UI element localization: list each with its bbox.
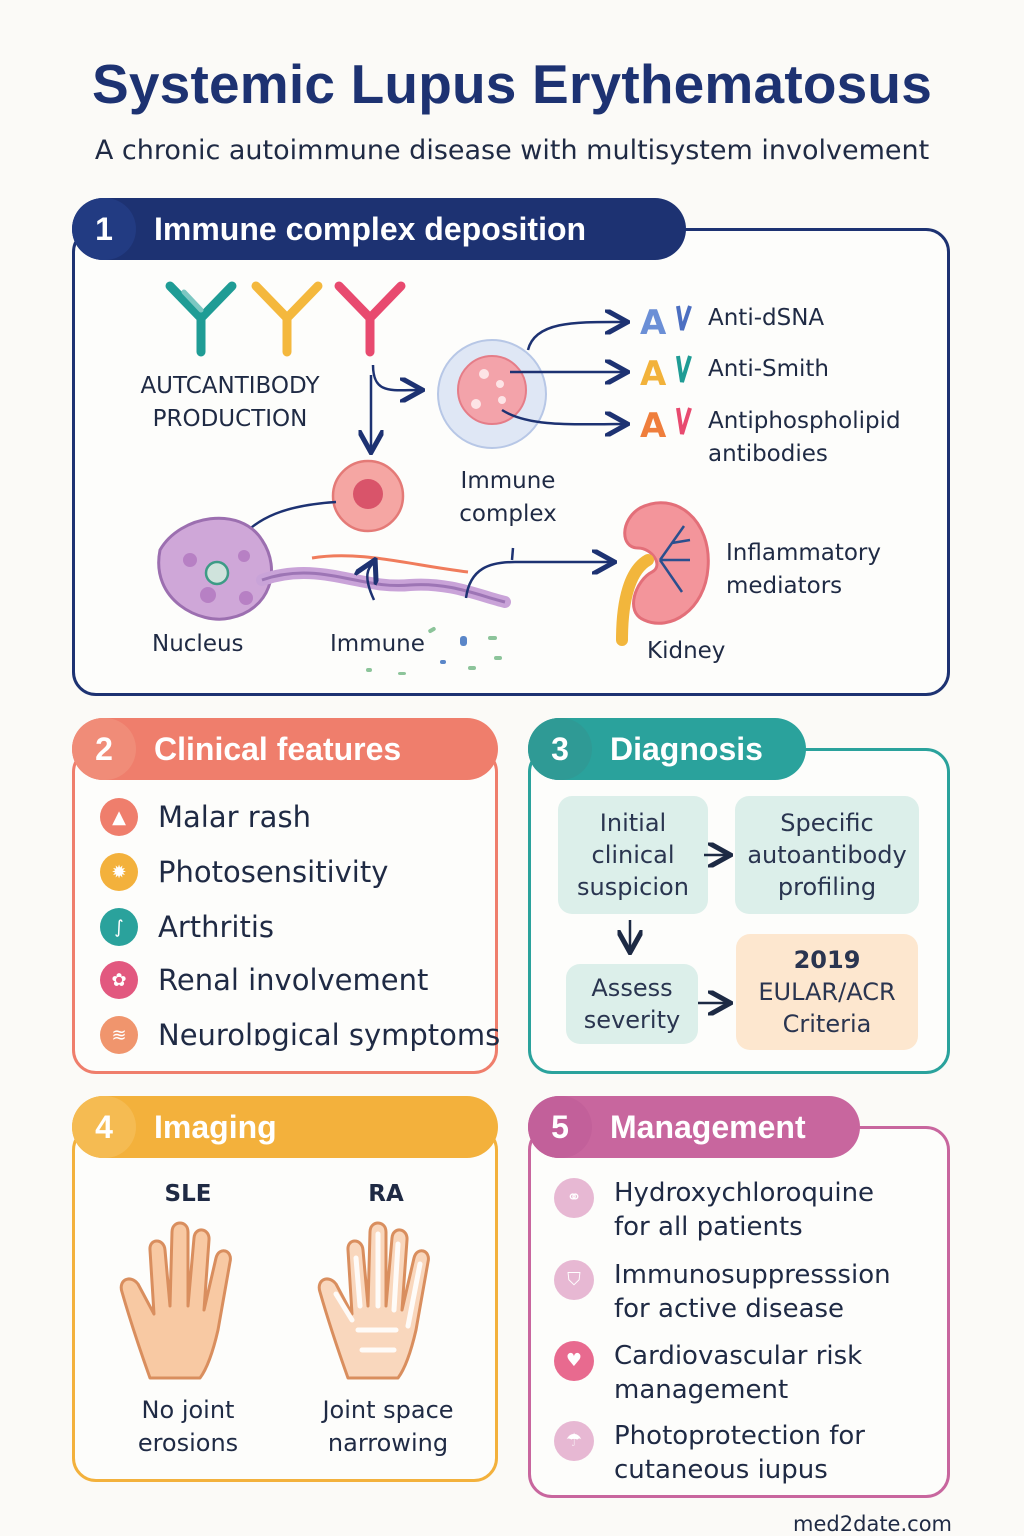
sunscreen-icon: ☂ xyxy=(554,1421,594,1461)
heart-icon: ♥ xyxy=(554,1341,594,1381)
tab-clinical-features: 2 Clinical features xyxy=(72,718,498,780)
diagnosis-step-suspicion: Initial clinical suspicion xyxy=(558,796,708,914)
source-footer: med2date.com xyxy=(793,1512,952,1536)
tab-management: 5 Management xyxy=(528,1096,860,1158)
shield-icon: ⛉ xyxy=(554,1260,594,1300)
sle-label: SLE xyxy=(164,1181,212,1207)
anti-dsna-icon: A xyxy=(640,303,692,343)
pill-icon: ⚭ xyxy=(554,1178,594,1218)
tab-immune-complex: 1 Immune complex deposition xyxy=(72,198,686,260)
svg-text:A: A xyxy=(640,406,667,446)
ra-hand-icon xyxy=(317,1221,430,1380)
antibody-yellow-icon xyxy=(251,281,323,357)
tab-imaging: 4 Imaging xyxy=(72,1096,498,1158)
arrow-to-complex xyxy=(371,364,420,390)
malar-rash-icon: ▲ xyxy=(100,798,138,836)
sle-hand-icon xyxy=(119,1221,232,1380)
debris-icon xyxy=(366,627,502,675)
antibody-label-anti-dsna: Anti-dSNA xyxy=(708,305,825,331)
nucleus-label: Nucleus xyxy=(152,631,244,657)
kidney-label: Kidney xyxy=(647,638,726,664)
section-title-4: Imaging xyxy=(154,1108,277,1145)
brain-icon: ≋ xyxy=(100,1016,138,1054)
diagnosis-step-criteria: 2019 EULAR/ACR Criteria xyxy=(736,934,918,1050)
antiphospholipid-icon: A xyxy=(640,406,692,446)
antibody-pink-icon xyxy=(334,281,406,357)
sle-caption: No joint erosions xyxy=(137,1396,239,1457)
panel-clinical-features xyxy=(72,748,498,1074)
antibody-label-anti-smith: Anti-Smith xyxy=(708,356,830,382)
section-title-3: Diagnosis xyxy=(610,730,763,767)
section-number-1: 1 xyxy=(72,198,136,260)
hands-illustration xyxy=(119,1221,430,1380)
section-title-5: Management xyxy=(610,1108,806,1145)
joint-icon: ∫ xyxy=(100,908,138,946)
renal-icon: ✿ xyxy=(100,961,138,999)
section-number-4: 4 xyxy=(72,1096,136,1158)
tab-diagnosis: 3 Diagnosis xyxy=(528,718,806,780)
feature-neurological: ≋ Neurolɒgical symptoms xyxy=(100,1016,500,1054)
section-title-1: Immune complex deposition xyxy=(154,210,587,247)
page-title: Systemic Lupus Erythematosus xyxy=(91,53,933,115)
feature-arthritis: ∫ Arthritis xyxy=(100,908,274,946)
antibody-teal-icon xyxy=(165,281,237,357)
feature-photosensitivity: ✹ Photosensitivity xyxy=(100,853,388,891)
diagnosis-arrows xyxy=(0,0,1024,1100)
inflammatory-mediators-label: Inflammatory mediators xyxy=(726,540,882,599)
autoantibody-label: AUTCANTIBODY PRODUCTION xyxy=(140,373,320,432)
svg-text:A: A xyxy=(640,303,667,343)
feature-malar-rash: ▲ Malar rash xyxy=(100,798,311,836)
antibody-label-antiphospholipid: Antiphospholipid antibodies xyxy=(708,408,901,467)
immune-complex-diagram: A A A xyxy=(157,281,710,675)
immune-label: Immune xyxy=(330,631,425,657)
kidney-icon xyxy=(616,501,710,646)
anti-smith-icon: A xyxy=(640,354,692,394)
section-title-2: Clinical features xyxy=(154,730,402,767)
svg-text:A: A xyxy=(640,354,667,394)
sun-icon: ✹ xyxy=(100,853,138,891)
diagnosis-step-profiling: Specific autoantibody profiling xyxy=(735,796,919,914)
section-number-5: 5 xyxy=(528,1096,592,1158)
section-number-2: 2 xyxy=(72,718,136,780)
diagnosis-step-severity: Assess severity xyxy=(566,964,698,1044)
section-number-3: 3 xyxy=(528,718,592,780)
ra-caption: Joint space narrowing xyxy=(322,1396,454,1457)
ra-label: RA xyxy=(368,1181,404,1207)
immune-complex-label: Immune complex xyxy=(459,468,557,527)
feature-renal: ✿ Renal involvement xyxy=(100,961,428,999)
page-subtitle: A chronic autoimmune disease with multis… xyxy=(94,135,930,166)
